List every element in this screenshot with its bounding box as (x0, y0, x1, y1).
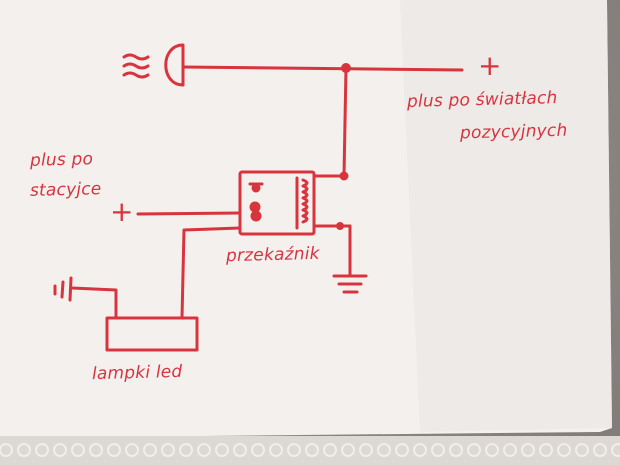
lace-loop (377, 443, 391, 457)
lace-loop (143, 443, 157, 457)
lace-loop (413, 443, 427, 457)
lace-loop (71, 443, 85, 457)
lace-loop (575, 443, 589, 457)
paper-shade (400, 0, 612, 432)
lace-loop (269, 443, 283, 457)
lace-loop (233, 443, 247, 457)
relay-icon (238, 170, 316, 236)
lace-loop (161, 443, 175, 457)
headlight-icon (122, 43, 185, 87)
label-plus-lights-line2: pozycyjnych (459, 120, 568, 144)
label-led-lamps: lampki led (91, 361, 183, 385)
ground-icon (332, 274, 368, 294)
wire-led-ground (70, 286, 118, 320)
lace-loop (341, 443, 355, 457)
lace-loop (0, 443, 13, 457)
lace-loop (431, 443, 445, 457)
lace-loop (395, 443, 409, 457)
lace-loop (611, 443, 620, 457)
led-bar-icon (105, 316, 199, 352)
junction-relay (339, 171, 349, 181)
lace-loop (125, 443, 139, 457)
lace-loop (449, 443, 463, 457)
junction-ground (336, 222, 344, 230)
lace-loop (251, 443, 265, 457)
lace-loop (557, 443, 571, 457)
wire-top (181, 65, 464, 72)
lace-loop (359, 443, 373, 457)
lace-loop (323, 443, 337, 457)
lace-loop (35, 443, 49, 457)
wire-ignition (136, 211, 242, 216)
lace-loop (179, 443, 193, 457)
label-relay: przekaźnik (225, 243, 320, 267)
lace-loop (485, 443, 499, 457)
lace-loop (215, 443, 229, 457)
wire-relay-led (180, 226, 242, 320)
lace-loop (539, 443, 553, 457)
lace-loop (521, 443, 535, 457)
lace-loop (467, 443, 481, 457)
plus-sign-top: + (478, 49, 502, 82)
lace-loop (89, 443, 103, 457)
lace-loop (17, 443, 31, 457)
lace-loop (107, 443, 121, 457)
lace-loop (197, 443, 211, 457)
plus-sign-left: + (110, 195, 134, 228)
lace-loop (305, 443, 319, 457)
label-plus-ignition-line1: plus po (29, 149, 94, 171)
label-plus-lights-line1: plus po światłach (406, 88, 558, 112)
lace-loop (593, 443, 607, 457)
ground-icon (53, 276, 73, 302)
lace-doily (0, 436, 620, 465)
wire-vertical-right (342, 66, 348, 178)
lace-loop (287, 443, 301, 457)
label-plus-ignition-line2: stacyjce (29, 179, 102, 201)
lace-loop (503, 443, 517, 457)
lace-loop (53, 443, 67, 457)
